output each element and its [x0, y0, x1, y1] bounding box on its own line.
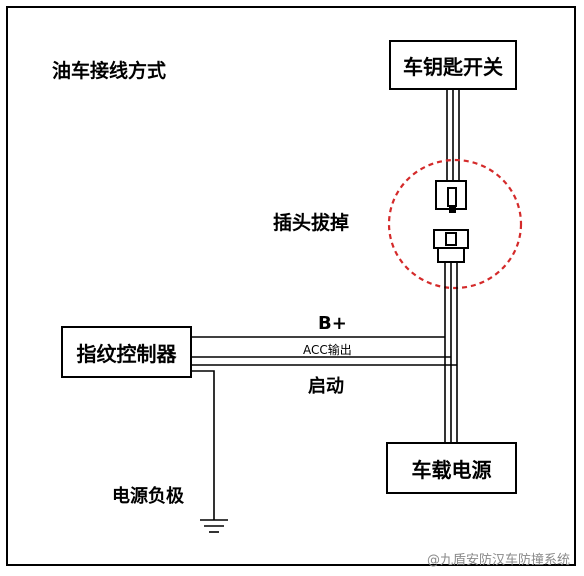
- upper-connector: [435, 180, 467, 213]
- power-cable: [444, 262, 458, 445]
- key-switch-label: 车钥匙开关: [403, 54, 503, 79]
- diagram-title: 油车接线方式: [52, 60, 167, 82]
- fingerprint-controller-label: 指纹控制器: [76, 341, 177, 366]
- fingerprint-controller-box: 指纹控制器: [61, 326, 192, 378]
- b-plus-label: B+: [318, 313, 347, 334]
- start-label: 启动: [308, 376, 344, 397]
- plug-removed-highlight: [387, 158, 523, 290]
- key-switch-cable: [446, 88, 460, 180]
- vehicle-power-label: 车载电源: [411, 457, 492, 482]
- watermark: @九盾安防汉车防撞系统: [426, 553, 570, 568]
- acc-output-label: ACC输出: [303, 343, 352, 357]
- vehicle-power-box: 车载电源: [386, 442, 517, 494]
- lower-connector: [433, 229, 469, 263]
- controller-wires: [192, 336, 457, 366]
- ground-wire: [192, 370, 228, 533]
- key-switch-box: 车钥匙开关: [389, 40, 517, 90]
- plug-removed-label: 插头拔掉: [273, 212, 350, 234]
- power-negative-label: 电源负极: [112, 486, 184, 507]
